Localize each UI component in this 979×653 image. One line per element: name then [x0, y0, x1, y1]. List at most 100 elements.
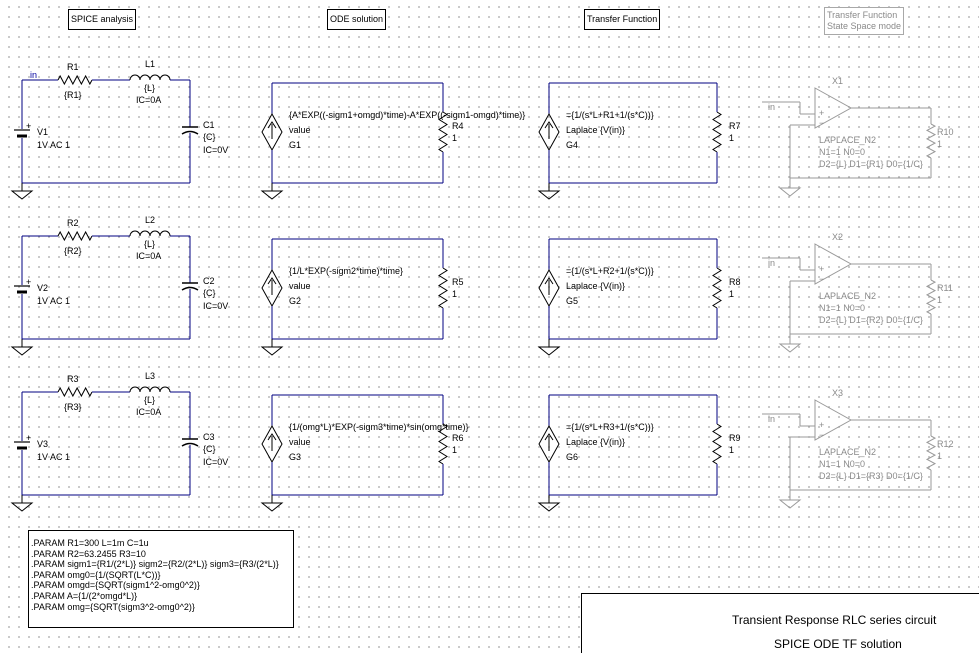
header-state-space[interactable]: Transfer Function State Space mode	[824, 7, 905, 35]
param-line: .PARAM omgd={SQRT(sigm1^2-omg0^2)}	[31, 580, 200, 591]
capacitor-value: {C}	[203, 288, 216, 298]
capacitor-name: C1	[203, 120, 215, 130]
ss-resistor-name: R11	[937, 283, 953, 293]
tf-circuit-2[interactable]: ={1/(s*L+R2+1/(s*C))}Laplace {V(in)}G5R8…	[537, 238, 741, 356]
ss-block-name: X3	[832, 388, 843, 398]
ss-denominator: D2={L} D1={R2} D0={1/C}	[819, 315, 923, 325]
resistor-value: {R2}	[64, 246, 82, 256]
resistor-value: {R1}	[64, 90, 82, 100]
battery-plus-sign: +	[26, 433, 31, 443]
param-block[interactable]: .PARAM R1=300 L=1m C=1u .PARAM R2=63.245…	[28, 530, 294, 628]
tf-laplace: Laplace {V(in)}	[566, 125, 625, 135]
tf-resistor-name: R8	[729, 277, 741, 287]
source-value: 1V AC 1	[37, 452, 70, 462]
tf-source-name: G6	[566, 452, 578, 462]
inductor-name: L1	[145, 59, 155, 69]
inductor-value: {L}	[144, 395, 155, 405]
capacitor-name: C3	[203, 432, 215, 442]
inductor-ic: IC=0A	[136, 407, 161, 417]
ode-expression: {A*EXP((-sigm1+omgd)*time)-A*EXP((-sigm1…	[289, 110, 525, 120]
ss-net-label: in	[768, 102, 775, 112]
resistor-name: R1	[67, 62, 79, 72]
opamp-minus: −	[819, 430, 824, 440]
ss-numerator: N1=1 N0=0	[819, 303, 865, 313]
param-line: .PARAM R1=300 L=1m C=1u	[31, 538, 149, 548]
tf-laplace: Laplace {V(in)}	[566, 437, 625, 447]
ode-resistor-name: R6	[452, 433, 464, 443]
opamp-plus: +	[819, 108, 824, 118]
ode-value-label: value	[289, 437, 311, 447]
capacitor-value: {C}	[203, 132, 216, 142]
tf-resistor-name: R7	[729, 121, 741, 131]
ode-circuit-3[interactable]: {1/(omg*L)*EXP(-sigm3*time)*sin(omg*time…	[260, 394, 469, 512]
ss-model-name: LAPLACE_N2	[819, 135, 876, 145]
tf-circuit-1[interactable]: ={1/(s*L+R1+1/(s*C))} Laplace {V(in)} G4 R7…	[537, 82, 741, 200]
inductor-name: L2	[145, 215, 155, 225]
header-ode-solution[interactable]: ODE solution	[327, 9, 387, 30]
ode-circuit-1[interactable]: {A*EXP((-sigm1+omgd)*time)-A*EXP((-sigm1…	[260, 82, 525, 200]
ss-denominator: D2={L} D1={R3} D0={1/C}	[819, 471, 923, 481]
source-name: V1	[37, 127, 48, 137]
param-line: .PARAM A={1/(2*omgd*L)}	[31, 590, 138, 601]
param-line: .PARAM omg0={1/(SQRT(L*C))}	[31, 569, 161, 580]
tf-expression: ={1/(s*L+R1+1/(s*C))}	[566, 110, 654, 120]
header-state-space-line1: Transfer Function	[827, 10, 898, 20]
resistor-name: R2	[67, 218, 79, 228]
ss-resistor-value: 1	[937, 451, 942, 461]
opamp-minus: −	[819, 274, 824, 284]
tf-source-name: G5	[566, 296, 578, 306]
ode-resistor-value: 1	[452, 133, 457, 143]
inductor-value: {L}	[144, 239, 155, 249]
param-line: .PARAM R2=63.2455 R3=10	[31, 548, 146, 559]
header-transfer-function[interactable]: Transfer Function	[584, 9, 661, 30]
capacitor-ic: IC=0V	[203, 457, 228, 467]
title-block: Transient Response RLC series circuit SP…	[581, 593, 979, 653]
ode-resistor-value: 1	[452, 445, 457, 455]
ss-net-label: in	[768, 414, 775, 424]
opamp-plus: +	[819, 264, 824, 274]
opamp-minus: −	[819, 118, 824, 128]
capacitor-ic: IC=0V	[203, 145, 228, 155]
capacitor-value: {C}	[203, 444, 216, 454]
battery-plus-sign: +	[26, 277, 31, 287]
tf-resistor-value: 1	[729, 133, 734, 143]
header-spice-analysis[interactable]: SPICE analysis	[68, 9, 137, 30]
source-value: 1V AC 1	[37, 140, 70, 150]
header-state-space-line2: State Space mode	[827, 21, 902, 31]
ode-expression: {1/(omg*L)*EXP(-sigm3*time)*sin(omg*time…	[289, 422, 469, 432]
ss-denominator: D2={L} D1={R1} D0={1/C}	[819, 159, 923, 169]
ss-block-name: X2	[832, 232, 843, 242]
opamp-plus: +	[819, 420, 824, 430]
ode-source-name: G2	[289, 296, 301, 306]
title-line-1: Transient Response RLC series circuit	[732, 613, 937, 627]
net-label-in: in	[30, 70, 37, 80]
ss-resistor-name: R12	[937, 439, 954, 449]
source-value: 1V AC 1	[37, 296, 70, 306]
resistor-value: {R3}	[64, 402, 82, 412]
tf-resistor-value: 1	[729, 289, 734, 299]
ss-resistor-value: 1	[937, 139, 942, 149]
ss-resistor-name: R10	[937, 127, 954, 137]
battery-plus-sign: +	[26, 121, 31, 131]
source-name: V3	[37, 439, 48, 449]
ss-block-name: X1	[832, 76, 843, 86]
tf-circuit-3[interactable]: ={1/(s*L+R3+1/(s*C))} Laplace {V(in)} G6 R9…	[537, 394, 741, 512]
tf-resistor-value: 1	[729, 445, 734, 455]
inductor-value: {L}	[144, 83, 155, 93]
ode-value-label: value	[289, 281, 311, 291]
ode-resistor-name: R4	[452, 121, 464, 131]
ss-numerator: N1=1 N0=0	[819, 459, 865, 469]
ode-value-label: value	[289, 125, 311, 135]
ode-expression: {1/L*EXP(-sigm2*time)*time}	[289, 266, 403, 276]
tf-expression: ={1/(s*L+R3+1/(s*C))}	[566, 422, 654, 432]
tf-resistor-name: R9	[729, 433, 741, 443]
tf-source-name: G4	[566, 140, 578, 150]
